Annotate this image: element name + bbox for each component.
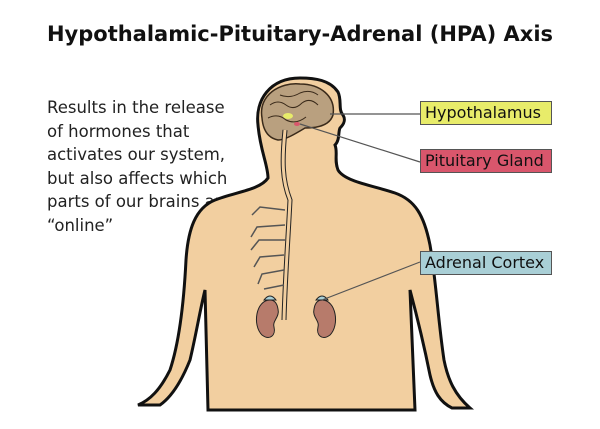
nerves (250, 206, 286, 290)
diagram-title: Hypothalamic-Pituitary-Adrenal (HPA) Axi… (46, 22, 554, 46)
kidneys (255, 295, 337, 338)
label-pituitary-gland: Pituitary Gland (420, 149, 552, 173)
description-text: Results in the release of hormones that … (47, 98, 232, 235)
label-hypothalamus: Hypothalamus (420, 101, 552, 125)
hypothalamus-marker (283, 113, 293, 119)
pituitary-marker (294, 122, 300, 126)
label-adrenal-cortex: Adrenal Cortex (420, 251, 552, 275)
brain-folds (267, 90, 319, 123)
leader-lines (299, 113, 421, 301)
brain (260, 83, 335, 141)
